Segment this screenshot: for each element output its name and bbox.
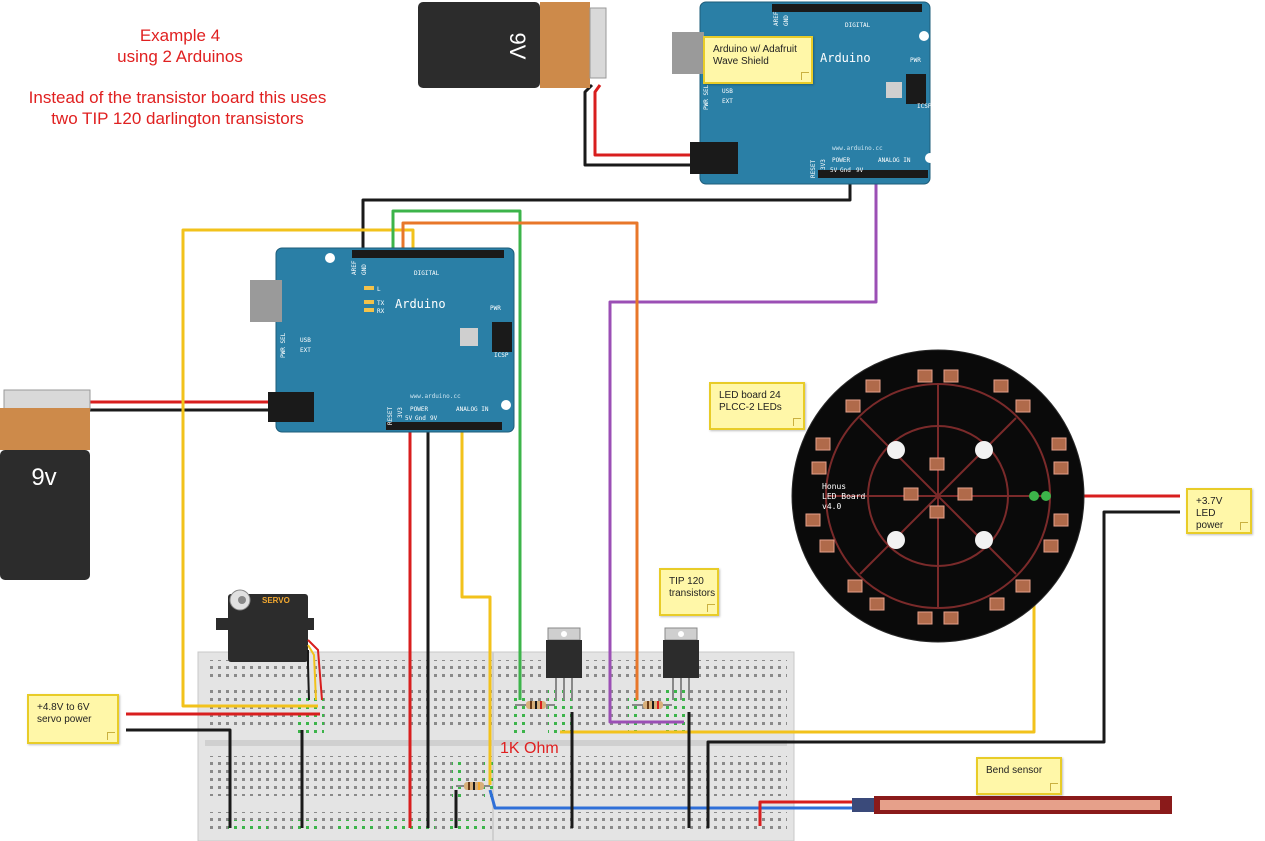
note-servo-power-text: +4.8V to 6V servo power [37, 702, 92, 725]
arduino-top-analog: ANALOG IN [878, 157, 911, 164]
arduino-main-9v: 9V [430, 415, 438, 422]
note-bend-sensor-text: Bend sensor [986, 765, 1043, 776]
arduino-main-rx: RX [377, 308, 385, 315]
breadboard [197, 651, 795, 841]
wire-green [391, 209, 522, 700]
note-fold [793, 418, 801, 426]
arduino-main-tx: TX [377, 300, 385, 307]
arduino-main-digital: DIGITAL [414, 270, 440, 277]
note-tip120: TIP 120 transistors [659, 568, 719, 616]
wire-top-battery-red [593, 84, 700, 157]
battery-left: 9v [0, 389, 91, 580]
arduino-top-usb: USB [722, 88, 733, 95]
wire-led-black [706, 510, 1180, 828]
arduino-main-pwr: PWR [490, 305, 501, 312]
arduino-main-gnd2: Gnd [415, 415, 426, 422]
arduino-top-digital: DIGITAL [845, 22, 871, 29]
resistor-label: 1K Ohm [500, 740, 559, 757]
note-wave-shield: Arduino w/ Adafruit Wave Shield [703, 36, 813, 84]
arduino-main-reset: RESET [387, 407, 394, 425]
servo-label: SERVO [262, 596, 290, 605]
heading-line-2: using 2 Arduinos [117, 47, 243, 66]
arduino-top-power: POWER [832, 157, 850, 164]
arduino-top-icsp: ICSP [917, 103, 932, 110]
arduino-main-power: POWER [410, 406, 428, 413]
note-fold [1050, 783, 1058, 791]
arduino-main-l: L [377, 286, 381, 293]
wire-analog-yellow [460, 428, 492, 785]
note-fold [707, 604, 715, 612]
note-fold [107, 732, 115, 740]
note-led-power-text: +3.7V LED power [1196, 496, 1224, 531]
transistor-1 [546, 627, 582, 700]
led-board: Honus LED Board v4.0 [791, 349, 1085, 643]
heading-line-1: Example 4 [139, 26, 221, 45]
led-board-line-3: v4.0 [822, 502, 841, 511]
wires [90, 83, 1180, 828]
note-fold [801, 72, 809, 80]
note-led-power: +3.7V LED power [1186, 488, 1252, 534]
arduino-top-gnd: GND [783, 15, 790, 26]
arduino-main-gnd: GND [361, 264, 368, 275]
heading-line-4: two TIP 120 darlington transistors [51, 109, 304, 128]
arduino-main-3v3: 3V3 [397, 407, 404, 418]
arduino-main-icsp: ICSP [494, 352, 509, 359]
battery-top-label: 9V [505, 33, 530, 60]
arduino-main-board: Arduino www.arduino.cc DIGITAL ANALOG IN… [250, 247, 515, 433]
wire-top-battery-black [583, 83, 700, 167]
note-fold [1240, 522, 1248, 530]
arduino-top-reset: RESET [810, 160, 817, 178]
arduino-top-ext: EXT [722, 98, 733, 105]
arduino-main-url: www.arduino.cc [410, 393, 461, 400]
arduino-main-name: Arduino [395, 297, 446, 311]
wire-gnd-link [361, 175, 852, 255]
bend-sensor [852, 796, 1172, 814]
heading-description: Instead of the transistor board this use… [5, 87, 350, 129]
led-board-line-1: Honus [822, 482, 846, 491]
wire-bend-red [758, 800, 855, 826]
led-board-line-2: LED Board [822, 492, 866, 501]
wire-analog-purple [608, 175, 878, 724]
arduino-main-usb: USB [300, 337, 311, 344]
arduino-top-9v: 9V [856, 167, 864, 174]
note-tip120-text: TIP 120 transistors [669, 576, 716, 599]
note-bend-sensor: Bend sensor [976, 757, 1062, 795]
arduino-main-5v: 5V [405, 415, 413, 422]
wire-orange [401, 221, 639, 700]
note-led-board: LED board 24 PLCC-2 LEDs [709, 382, 805, 430]
arduino-main-analog: ANALOG IN [456, 406, 489, 413]
battery-top: 9V [418, 2, 607, 88]
note-wave-shield-text: Arduino w/ Adafruit Wave Shield [713, 44, 797, 67]
resistor-1 [515, 701, 555, 709]
servo: SERVO [216, 589, 323, 701]
arduino-main-pwrsel: PWR SEL [280, 332, 287, 358]
arduino-top-name: Arduino [820, 51, 871, 65]
heading-example: Example 4 using 2 Arduinos [70, 25, 290, 67]
wire-servo-yellow [181, 228, 415, 708]
transistor-2 [663, 627, 699, 700]
arduino-top-gnd2: Gnd [840, 167, 851, 174]
arduino-top-5v: 5V [830, 167, 838, 174]
wire-bend-blue [488, 789, 855, 810]
arduino-main-aref: AREF [351, 260, 358, 275]
arduino-top-url: www.arduino.cc [832, 145, 883, 152]
heading-line-3: Instead of the transistor board this use… [28, 88, 327, 107]
arduino-top-aref: AREF [773, 11, 780, 26]
arduino-top-board: Arduino www.arduino.cc DIGITAL ANALOG IN… [672, 1, 935, 185]
arduino-main-ext: EXT [300, 347, 311, 354]
arduino-top-pwr: PWR [910, 57, 921, 64]
note-servo-power: +4.8V to 6V servo power [27, 694, 119, 744]
resistor-2 [632, 701, 672, 709]
arduino-top-3v3: 3V3 [820, 159, 827, 170]
wire-servo-power-black [126, 728, 232, 828]
note-led-board-text: LED board 24 PLCC-2 LEDs [719, 390, 782, 413]
resistor-3 [456, 782, 490, 790]
battery-left-label: 9v [31, 464, 56, 491]
arduino-top-pwrsel: PWR SEL [703, 84, 710, 110]
